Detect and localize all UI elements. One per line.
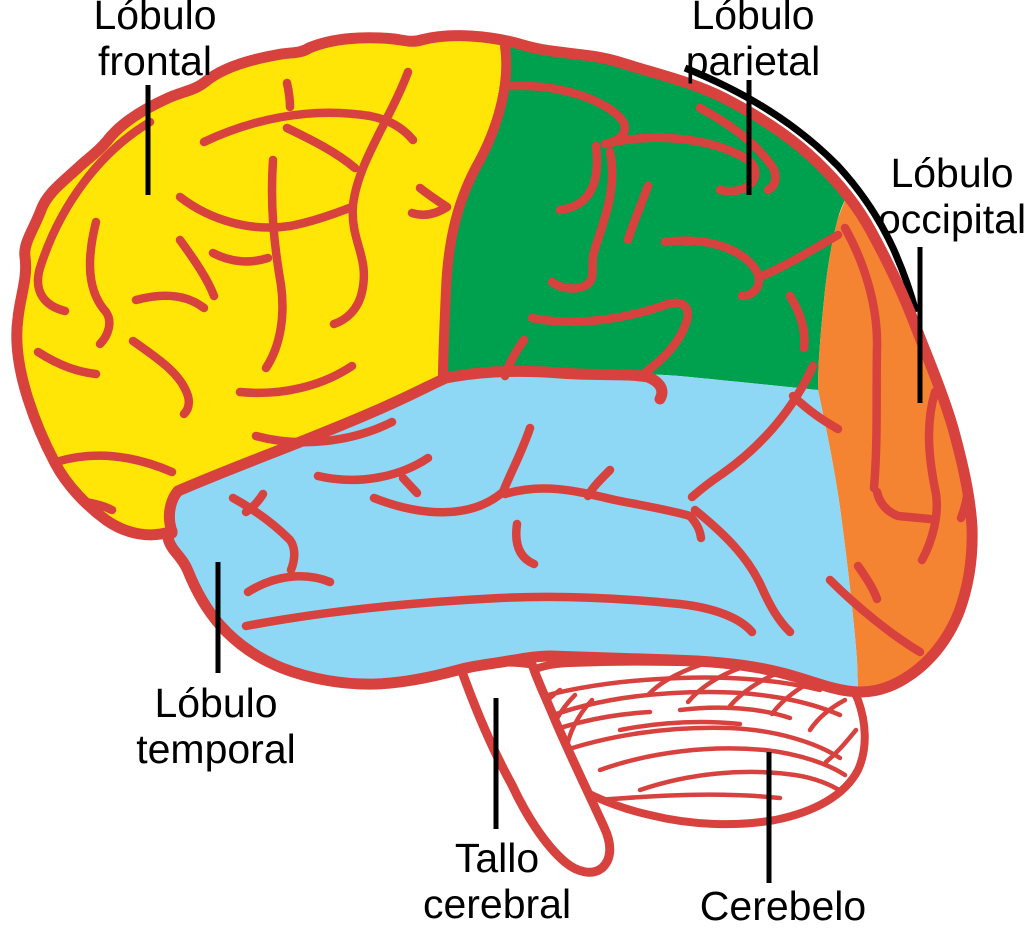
occipital-label-line1: Lóbulo [890, 150, 1014, 196]
cerebellum [513, 657, 869, 829]
brainstem-label-line1: Tallo [454, 835, 540, 881]
parietal-label-line1: Lóbulo [691, 0, 815, 38]
cerebellum-label-line1: Cerebelo [699, 883, 867, 929]
parietal-lobe-label: Lóbulo parietal [623, 0, 883, 84]
cerebellum-folia-hatching [525, 662, 859, 803]
temporal-label-line1: Lóbulo [154, 680, 278, 726]
frontal-lobe-label: Lóbulo frontal [25, 0, 285, 84]
brain-outline [11, 30, 978, 698]
temporal-lobe-label: Lóbulo temporal [86, 680, 346, 772]
cerebellum-label: Cerebelo [653, 883, 913, 929]
frontal-label-line2: frontal [98, 38, 212, 84]
brainstem-label-line2: cerebral [422, 881, 572, 927]
frontal-label-line1: Lóbulo [93, 0, 217, 38]
sulci-lines [17, 41, 973, 657]
parietal-label-line2: parietal [685, 38, 821, 84]
occipital-lobe-label: Lóbulo occipital [832, 150, 1024, 242]
temporal-label-line2: temporal [136, 726, 296, 772]
pointer-lines [145, 80, 923, 883]
brainstem-label: Tallo cerebral [367, 835, 627, 927]
occipital-label-line2: occipital [877, 196, 1024, 242]
